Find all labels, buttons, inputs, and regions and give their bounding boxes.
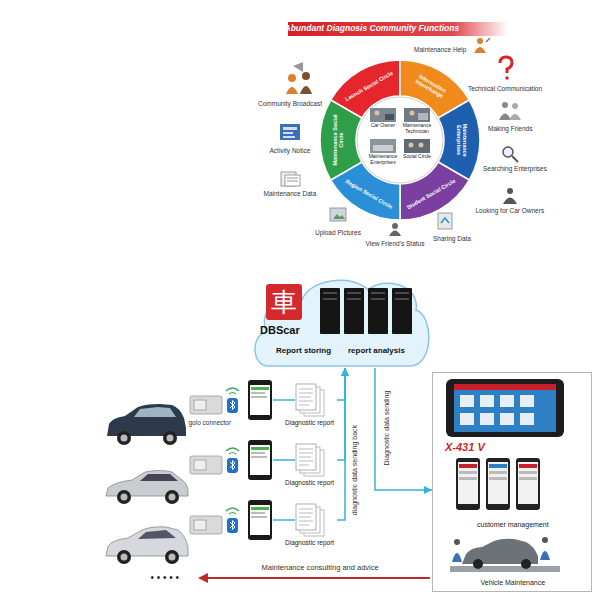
- document-stack: [282, 502, 342, 538]
- photo-caption: Social Circle: [401, 154, 434, 160]
- notice-icon: [280, 124, 300, 140]
- report-label: Diagnostic report: [285, 539, 334, 546]
- data-flow-arrow: [337, 368, 345, 460]
- brand-name: DBScar: [260, 324, 300, 337]
- report-document: Diagnostic report: [282, 442, 337, 490]
- help-icon: [474, 38, 490, 53]
- upload-icon: [330, 208, 346, 221]
- report-label: Diagnostic report: [285, 479, 334, 486]
- report-label: Diagnostic report: [285, 419, 334, 426]
- data-flow-arrow: [337, 368, 345, 400]
- search-icon: [503, 147, 518, 162]
- wheel-center: [357, 97, 443, 183]
- broadcast-icon: [286, 62, 312, 94]
- cloud-label: Report storing: [276, 346, 331, 355]
- advice-arrow: [198, 573, 430, 583]
- function-label: Searching Enterprises: [483, 165, 547, 172]
- cloud-server: 車 DBScarReport storing report analysis: [250, 272, 430, 368]
- segment-label: Maintenance Enterprises: [456, 112, 468, 168]
- function-label: Maintenance Help: [414, 46, 466, 53]
- logo-mark: 車: [266, 284, 302, 320]
- vehicles: [106, 404, 188, 564]
- status-icon: [389, 223, 401, 236]
- function-label: Making Friends: [488, 125, 532, 132]
- function-label: Technical Communication: [468, 85, 542, 92]
- device-panel: X-431 V customer managementVehicle Mainte…: [432, 372, 592, 592]
- document-stack: [282, 442, 342, 478]
- function-wheel: [320, 60, 480, 220]
- arrow-label: Maintenance consulting and advice: [260, 564, 381, 573]
- golo-connectors: [190, 396, 222, 534]
- tablet: [446, 379, 564, 437]
- management-screens: [456, 458, 540, 510]
- function-icons: [280, 38, 521, 236]
- function-label: Sharing Data: [433, 235, 471, 242]
- function-label: Upload Pictures: [315, 229, 361, 236]
- edge-label: diagnostic data sending back: [351, 424, 359, 516]
- chart-title: Abundant Diagnosis Community Functions: [285, 24, 460, 34]
- photo-caption: Maintenance Technician: [401, 123, 434, 134]
- phones: [248, 380, 272, 540]
- share-icon: [438, 213, 452, 229]
- function-label: Activity Notice: [270, 147, 311, 154]
- data-icon: [281, 172, 300, 186]
- function-label: Maintenance Data: [264, 190, 317, 197]
- report-document: Diagnostic report: [282, 382, 337, 430]
- segment-label: Maintenance Social Circle: [332, 112, 344, 168]
- friends-icon: [499, 102, 521, 120]
- panel-label: Vehicle Maintenance: [480, 579, 547, 587]
- function-label: Looking for Car Owners: [476, 207, 545, 214]
- function-label: View Friend's Status: [366, 240, 425, 247]
- bluetooth-icons: [226, 388, 239, 533]
- photo-caption: Maintenance Enterprises: [367, 154, 400, 165]
- repair-scene: [450, 537, 560, 572]
- function-label: Community Broadcast: [258, 100, 322, 107]
- photo-caption: Car Owner: [367, 123, 400, 129]
- owner-icon: [503, 188, 517, 204]
- question-icon: [500, 57, 512, 80]
- data-flow-arrow: [375, 368, 432, 490]
- ellipsis: • • • • •: [151, 572, 180, 584]
- phone-leaders: [273, 400, 295, 520]
- cloud-label: report analysis: [348, 346, 405, 355]
- panel-label: customer management: [476, 521, 550, 529]
- edge-label: Diagnostic data sending: [383, 390, 391, 467]
- document-stack: [282, 382, 342, 418]
- device-name: X-431 V: [445, 441, 485, 454]
- data-flow-arrow: [337, 368, 345, 520]
- part-label: golo connector: [189, 419, 232, 426]
- report-document: Diagnostic report: [282, 502, 337, 550]
